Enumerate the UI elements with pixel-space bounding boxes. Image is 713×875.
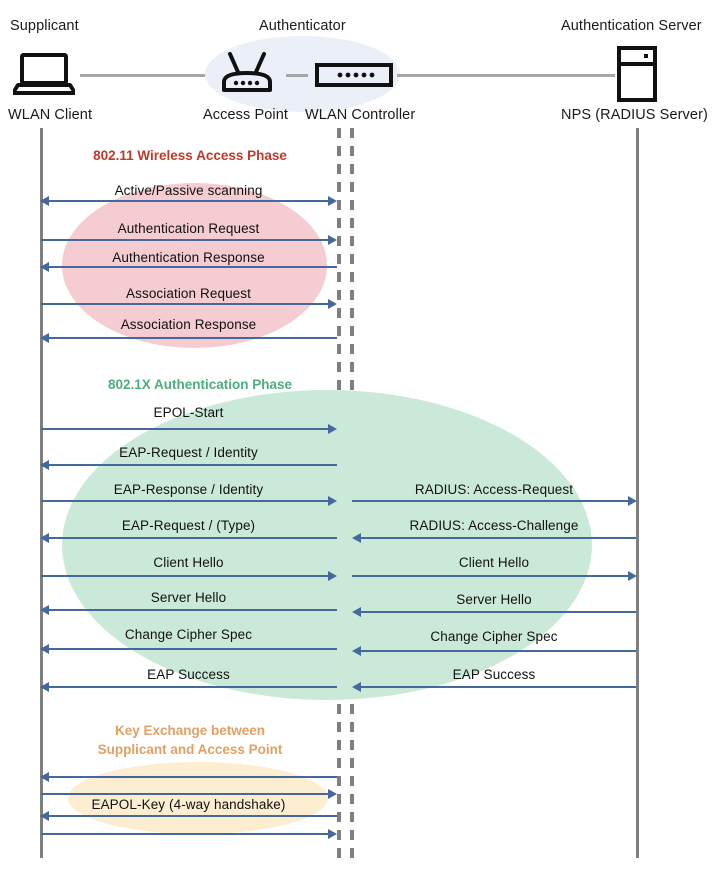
arrowhead-right-icon	[328, 571, 337, 581]
arrowhead-left-icon	[352, 533, 361, 543]
arrowhead-left-icon	[40, 605, 49, 615]
message-line	[41, 428, 333, 430]
phase-heading-wireless-access: 802.11 Wireless Access Phase	[93, 148, 287, 163]
arrowhead-left-icon	[40, 772, 49, 782]
actor-role-supplicant: Supplicant	[10, 18, 79, 34]
message-line	[44, 815, 337, 817]
wire-controller-to-nps	[397, 74, 615, 77]
message-label: EPOL-Start	[153, 405, 224, 420]
message-label: EAP Success	[452, 667, 536, 682]
message-line	[352, 500, 632, 502]
message-line	[44, 464, 337, 466]
arrowhead-left-icon	[40, 533, 49, 543]
message-line	[356, 686, 636, 688]
message-line	[44, 648, 337, 650]
message-line	[356, 650, 636, 652]
message-line	[44, 266, 337, 268]
message-line	[41, 239, 333, 241]
message-label: Authentication Request	[117, 221, 260, 236]
arrowhead-left-icon	[40, 682, 49, 692]
arrowhead-left-icon	[40, 196, 49, 206]
arrowhead-right-icon	[328, 299, 337, 309]
message-line	[44, 537, 337, 539]
message-label: Association Response	[120, 317, 257, 332]
message-line	[44, 609, 337, 611]
arrowhead-left-icon	[40, 262, 49, 272]
phase-ellipse-dot1x	[62, 390, 592, 700]
phase-heading-dot1x: 802.1X Authentication Phase	[107, 377, 293, 392]
message-label: EAP Success	[147, 667, 230, 682]
server-icon	[616, 45, 658, 108]
message-label: Active/Passive scanning	[114, 183, 263, 198]
arrowhead-right-icon	[328, 789, 337, 799]
arrowhead-right-icon	[328, 496, 337, 506]
actor-device-wlan-client: WLAN Client	[8, 107, 93, 123]
arrowhead-right-icon	[328, 424, 337, 434]
arrowhead-right-icon	[328, 235, 337, 245]
message-label: RADIUS: Access-Request	[414, 482, 574, 497]
arrowhead-left-icon	[40, 333, 49, 343]
message-line	[44, 337, 337, 339]
arrowhead-right-icon	[328, 196, 337, 206]
wire-ap-to-controller	[286, 74, 308, 77]
wire-client-to-ap	[80, 74, 205, 77]
phase-ellipse-wireless-access	[62, 183, 327, 348]
message-line	[41, 833, 333, 835]
message-line	[41, 303, 333, 305]
laptop-icon	[11, 52, 77, 101]
message-line	[352, 575, 632, 577]
message-label-eapol-key: EAPOL-Key (4-way handshake)	[91, 797, 286, 812]
access-point-icon	[216, 48, 278, 101]
message-line	[41, 575, 333, 577]
arrowhead-left-icon	[352, 607, 361, 617]
message-label: Server Hello	[456, 592, 532, 607]
message-line	[44, 200, 333, 202]
arrowhead-right-icon	[628, 571, 637, 581]
message-label: Client Hello	[458, 555, 530, 570]
actor-device-wlan-controller: WLAN Controller	[305, 107, 416, 123]
phase-heading-key-exchange: Key Exchange between Supplicant and Acce…	[97, 723, 283, 757]
message-label: Server Hello	[150, 590, 227, 605]
message-line	[44, 776, 337, 778]
message-label: Association Request	[126, 286, 251, 301]
arrowhead-left-icon	[40, 460, 49, 470]
message-label: EAP-Response / Identity	[113, 482, 264, 497]
message-label: RADIUS: Access-Challenge	[409, 518, 579, 533]
arrowhead-left-icon	[352, 682, 361, 692]
message-label: EAP-Request / (Type)	[121, 518, 256, 533]
message-label: Change Cipher Spec	[124, 627, 253, 642]
message-label: EAP-Request / Identity	[119, 445, 258, 460]
message-line	[356, 611, 636, 613]
message-line	[41, 793, 333, 795]
actor-device-access-point: Access Point	[203, 107, 289, 123]
actor-role-authenticator: Authenticator	[259, 18, 346, 34]
actor-role-authentication-server: Authentication Server	[561, 18, 702, 34]
message-line	[41, 500, 333, 502]
message-label: Change Cipher Spec	[430, 629, 558, 644]
wlan-controller-icon	[314, 62, 394, 93]
arrowhead-left-icon	[352, 646, 361, 656]
arrowhead-right-icon	[328, 829, 337, 839]
message-line	[44, 686, 337, 688]
message-label: Authentication Response	[112, 250, 265, 265]
lifeline-supplicant	[40, 128, 43, 858]
phase-ellipse-key-exchange	[68, 762, 328, 834]
arrowhead-left-icon	[40, 644, 49, 654]
message-label: Client Hello	[153, 555, 224, 570]
arrowhead-right-icon	[628, 496, 637, 506]
message-line	[356, 537, 636, 539]
lifeline-authentication-server	[636, 128, 639, 858]
arrowhead-left-icon	[40, 811, 49, 821]
actor-device-nps-radius-server: NPS (RADIUS Server)	[561, 107, 708, 123]
